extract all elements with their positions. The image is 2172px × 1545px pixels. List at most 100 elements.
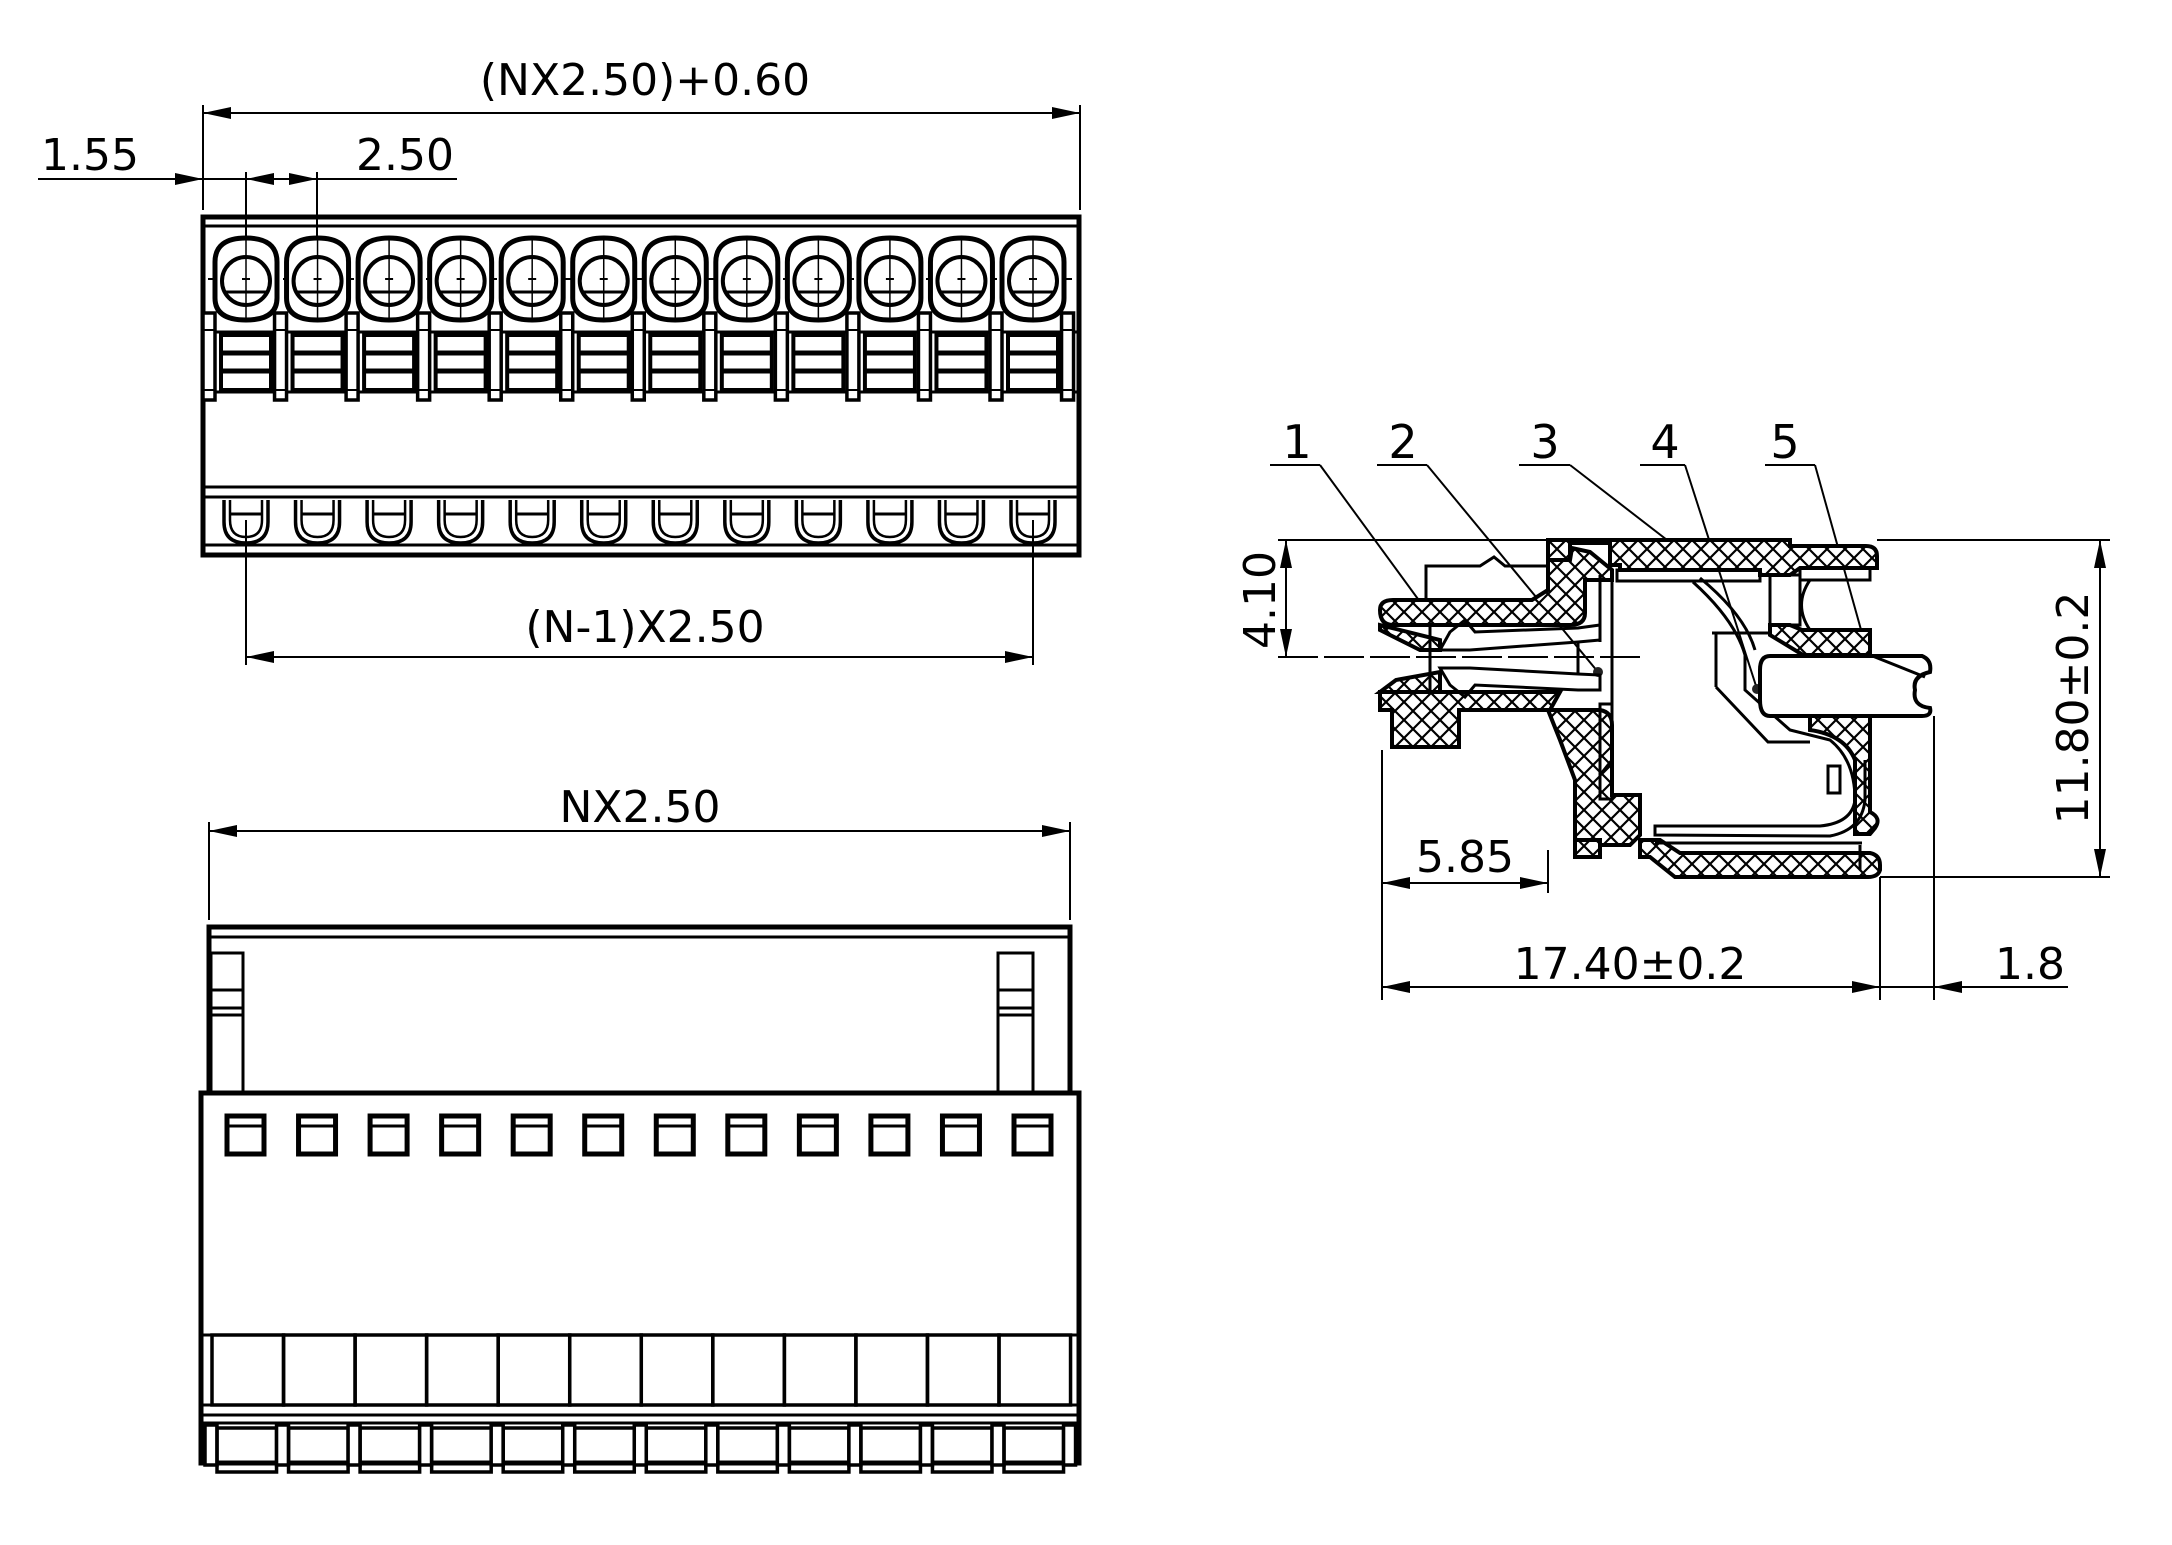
separator-rib [702,311,718,402]
contact-cell [353,1333,429,1407]
contact-cell [854,1333,930,1407]
separator-rib [988,311,1004,402]
dimension-nose-depth: 5.85 [1382,832,1548,889]
housing-left-upper [1377,545,1614,627]
release-bar [862,333,917,392]
release-bar [719,333,774,392]
socket [866,500,914,545]
top-view: (NX2.50)+0.60 1.55 2.50 [38,55,1082,665]
test-port [582,1113,625,1157]
dimension-overall-width-label: (NX2.50)+0.60 [480,55,810,106]
dimension-nose-depth-label: 5.85 [1416,832,1514,883]
wire-entry [284,235,352,323]
dimension-depth-label: 17.40±0.2 [1514,939,1747,990]
test-port [224,1113,267,1157]
dimension-front-width: NX2.50 [208,782,1071,920]
contact-cell [782,1333,858,1407]
socket [508,500,556,545]
housing-right-wall [1808,714,1880,836]
wire-entry [355,235,423,323]
callout-label: 5 [1770,415,1799,469]
separator-rib [272,311,289,402]
housing-bottom-foot [1573,838,1602,859]
test-port [939,1113,982,1157]
release-bar [219,333,273,392]
socket [436,500,485,545]
housing-bottom-wall [1638,838,1882,879]
dimension-edge-offset: 1.55 [38,130,203,185]
release-bar [648,333,703,392]
separator-rib [1059,311,1076,402]
contact-cell [210,1333,286,1407]
release-bar [576,333,631,392]
contact-cell [496,1333,572,1407]
front-view: NX2.50 [198,782,1082,1474]
inner-structure [1424,555,1933,870]
wire-plug [1758,654,1933,718]
dimension-pitch: 2.50 [203,130,457,290]
wire-entry [570,235,638,323]
separator-rib [201,311,217,402]
wire-entry [498,235,566,323]
contact-cell [925,1333,1001,1407]
wire-entry [427,235,495,323]
wire-entry [641,235,709,323]
contact-cell [424,1333,500,1407]
callout-label: 4 [1650,415,1679,469]
housing-center-column [1545,708,1642,847]
contact-finger [489,1423,565,1474]
release-bar [934,333,989,392]
test-port [796,1113,839,1157]
separator-rib [916,311,933,402]
separator-rib [773,311,790,402]
test-port [296,1113,339,1157]
socket [651,500,700,545]
test-port [1011,1113,1054,1157]
contact-cell [567,1333,644,1407]
separator-rib [845,311,861,402]
contact-finger-end [1061,1423,1078,1467]
wire-entry [999,235,1067,323]
dimension-pin-offset: 4.10 [1235,539,1640,658]
callout-label: 1 [1282,415,1311,469]
contact-cell [281,1333,357,1407]
contact-cell [997,1333,1073,1407]
dimension-depth: 17.40±0.2 [1382,939,1880,993]
wire-entry [713,235,781,323]
separator-rib [558,311,575,402]
test-port [367,1113,410,1157]
separator-rib [487,311,503,402]
separator-rib [415,311,432,402]
release-bar [505,333,560,392]
socket [365,500,413,545]
contact-cell [711,1333,787,1407]
wire-entry [784,235,852,323]
release-bar-row [201,311,1076,402]
test-port [439,1113,482,1157]
socket-row [222,500,1057,545]
housing-nose-lower [1374,669,1564,749]
dimension-overall-width: (NX2.50)+0.60 [202,55,1081,210]
right-latch [996,951,1035,1095]
separator-rib [344,311,360,402]
dimension-end-pin-span: (N-1)X2.50 [245,520,1034,665]
housing-top-wall [1546,538,1879,577]
test-port [868,1113,911,1157]
test-port [653,1113,696,1157]
wire-entry [212,235,280,323]
contact-finger-row [203,1423,1078,1474]
socket [293,500,342,545]
dimension-edge-offset-label: 1.55 [41,130,139,181]
callout-label: 2 [1388,415,1417,469]
separator-rib [630,311,647,402]
dimension-height-label: 11.80±0.2 [2048,592,2099,825]
dimension-pitch-label: 2.50 [356,130,454,181]
socket [723,500,771,545]
socket [937,500,986,545]
dimension-height: 11.80±0.2 [2048,540,2106,877]
housing-nose-wedge [1378,622,1442,652]
housing-right-upper-block [1768,623,1872,657]
contact-cell-row [210,1333,1073,1407]
